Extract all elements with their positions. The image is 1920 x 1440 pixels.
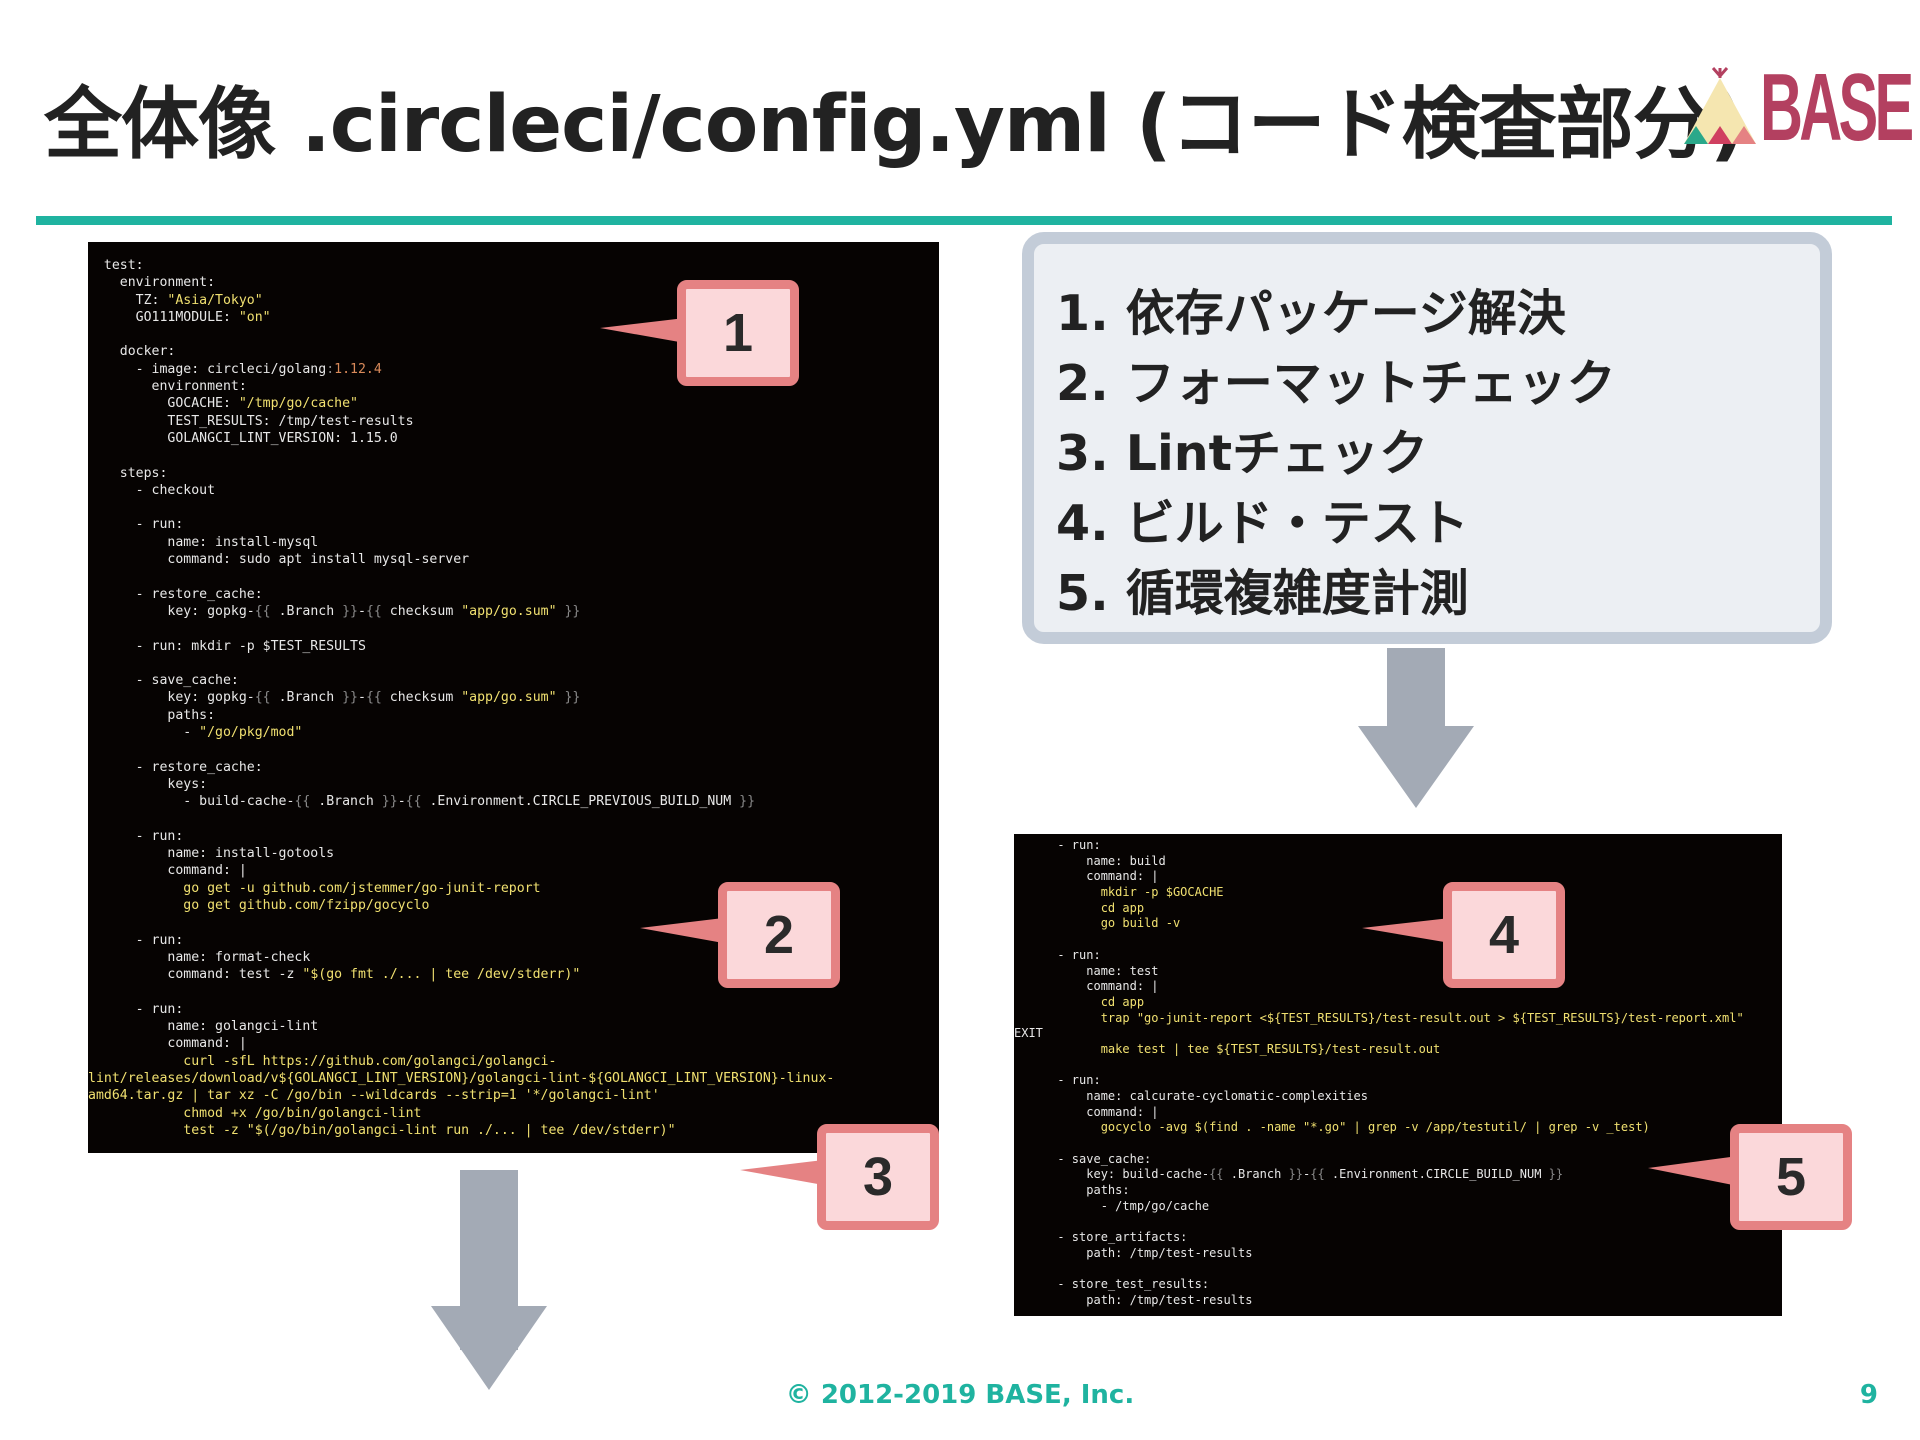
code-line: - run: (88, 517, 184, 533)
code-line: - run: (1014, 1073, 1101, 1088)
callout-pointer (1648, 1156, 1738, 1186)
callout-pointer (1362, 916, 1468, 946)
code-line: - run: (88, 828, 184, 844)
code-line: cd app (1014, 994, 1145, 1009)
code-line: - store_artifacts: (1014, 1230, 1188, 1245)
step-item: 2. フォーマットチェック (1056, 355, 1616, 412)
code-line: - restore_cache: (88, 759, 263, 775)
down-arrow-left (431, 1170, 547, 1390)
code-line: go get -u github.com/jstemmer/go-junit-r… (88, 880, 541, 896)
code-line: gocyclo -avg $(find . -name "*.go" | gre… (1014, 1120, 1650, 1135)
code-line: command: test -z "$(go fmt ./... | tee /… (88, 967, 581, 983)
code-line: TZ: "Asia/Tokyo" (88, 292, 263, 308)
code-line: EXIT (1014, 1026, 1043, 1041)
code-line: environment: (88, 275, 216, 291)
tent-icon (1684, 67, 1756, 144)
code-line: steps: (88, 465, 168, 481)
code-line: GO111MODULE: "on" (88, 309, 271, 325)
copyright-footer: © 2012-2019 BASE, Inc. (785, 1380, 1135, 1410)
code-line: go get github.com/fzipp/gocyclo (88, 897, 430, 913)
step-item: 3. Lintチェック (1056, 425, 1429, 482)
code-line: curl -sfL https://github.com/golangci/go… (88, 1053, 557, 1069)
code-line: lint/releases/download/v${GOLANGCI_LINT_… (88, 1070, 835, 1086)
code-line: - build-cache-{{ .Branch }}-{{ .Environm… (88, 794, 756, 810)
code-line: - run: (1014, 838, 1101, 852)
code-line: name: calcurate-cyclomatic-complexities (1014, 1089, 1369, 1103)
code-line: - run: (1014, 947, 1101, 962)
code-line: environment: (88, 379, 247, 395)
code-line: chmod +x /go/bin/golangci-lint (88, 1105, 422, 1121)
code-line: key: build-cache-{{ .Branch }}-{{ .Envir… (1014, 1167, 1564, 1182)
code-line: trap "go-junit-report <${TEST_RESULTS}/t… (1014, 1010, 1744, 1025)
code-line: TEST_RESULTS: /tmp/test-results (88, 413, 414, 429)
code-line: - "/go/pkg/mod" (88, 725, 303, 741)
code-line: command: | (1014, 1104, 1159, 1119)
page-number: 9 (1859, 1380, 1878, 1410)
code-line: GOCACHE: "/tmp/go/cache" (88, 396, 358, 412)
code-line: cd app (1014, 900, 1145, 915)
code-line: command: | (1014, 979, 1159, 994)
code-line: - run: (88, 1001, 184, 1017)
code-line: name: format-check (88, 949, 311, 965)
code-line: key: gopkg-{{ .Branch }}-{{ checksum "ap… (88, 603, 581, 619)
code-line: paths: (1014, 1183, 1130, 1198)
code-line: path: /tmp/test-results (1014, 1292, 1253, 1307)
logo-text: BASE (1760, 54, 1914, 161)
callout-pointer (600, 316, 702, 346)
code-line: - save_cache: (1014, 1151, 1152, 1166)
step-item: 4. ビルド・テスト (1056, 495, 1469, 552)
step-item: 5. 循環複雑度計測 (1056, 565, 1469, 622)
code-line: name: golangci-lint (88, 1019, 319, 1035)
code-line: - /tmp/go/cache (1014, 1198, 1210, 1213)
down-arrow-right (1358, 648, 1474, 808)
config-code-right: - run: name: build command: | mkdir -p $… (1014, 834, 1782, 1316)
code-line: - run: (88, 932, 184, 948)
code-line: - run: mkdir -p $TEST_RESULTS (88, 638, 366, 654)
callout-pointer (740, 1158, 840, 1188)
code-line: go build -v (1014, 916, 1181, 931)
code-line: name: install-gotools (88, 846, 335, 862)
title-divider (36, 216, 1892, 225)
code-line: - save_cache: (88, 673, 239, 689)
code-line: command: | (88, 1036, 247, 1052)
code-line: key: gopkg-{{ .Branch }}-{{ checksum "ap… (88, 690, 581, 706)
step-item: 1. 依存パッケージ解決 (1056, 285, 1566, 342)
code-line: amd64.tar.gz | tar xz -C /go/bin --wildc… (88, 1088, 660, 1104)
code-line: make test | tee ${TEST_RESULTS}/test-res… (1014, 1041, 1441, 1056)
code-line: command: | (1014, 869, 1159, 884)
code-line: - checkout (88, 482, 216, 498)
code-line: name: install-mysql (88, 534, 319, 550)
code-line: mkdir -p $GOCACHE (1014, 885, 1224, 900)
steps-box: 1. 依存パッケージ解決 2. フォーマットチェック 3. Lintチェック 4… (1022, 232, 1832, 644)
code-line: name: test (1014, 963, 1159, 978)
base-logo: BASE (1680, 60, 1914, 156)
code-line: - image: circleci/golang:1.12.4 (88, 361, 382, 377)
code-line: paths: (88, 707, 216, 723)
config-code-left: test: environment: TZ: "Asia/Tokyo" GO11… (88, 242, 939, 1153)
code-line: path: /tmp/test-results (1014, 1245, 1253, 1260)
code-line: docker: (88, 344, 176, 360)
code-line: test: (88, 258, 144, 273)
code-line: - restore_cache: (88, 586, 263, 602)
code-line: GOLANGCI_LINT_VERSION: 1.15.0 (88, 430, 398, 446)
code-line: name: build (1014, 853, 1166, 868)
slide-title: 全体像 .circleci/config.yml (コード検査部分) (44, 80, 1745, 170)
code-line: test -z "$(/go/bin/golangci-lint run ./.… (88, 1122, 676, 1138)
callout-pointer (640, 916, 740, 946)
code-line: command: sudo apt install mysql-server (88, 552, 470, 568)
code-line: command: | (88, 863, 247, 879)
code-line: - store_test_results: (1014, 1277, 1210, 1292)
code-line: keys: (88, 776, 208, 792)
